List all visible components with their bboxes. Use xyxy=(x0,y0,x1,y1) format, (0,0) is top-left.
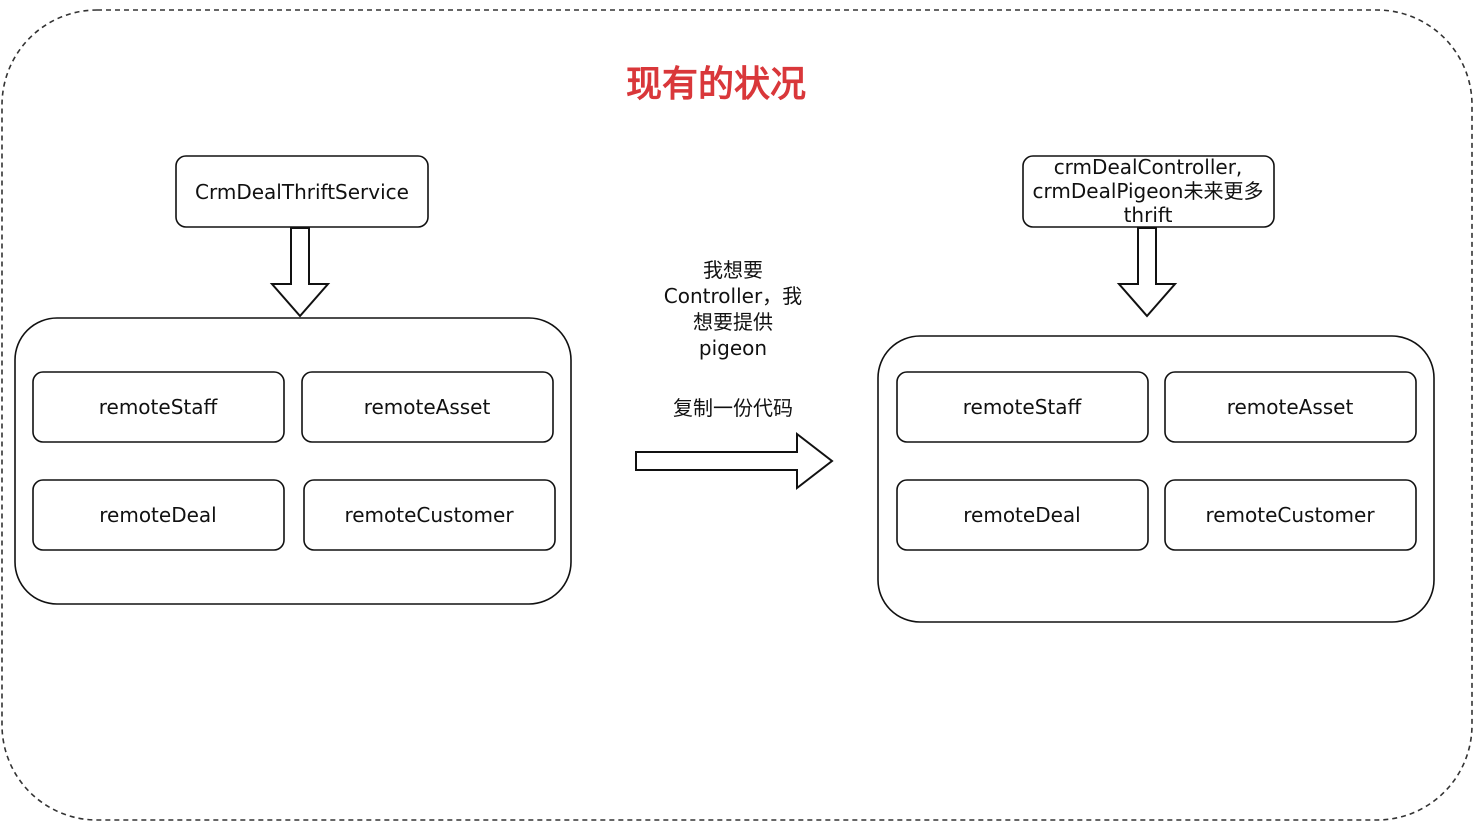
right-module-remote-deal xyxy=(896,479,1149,551)
middle-group: 我想要 Controller，我 想要提供 pigeon 复制一份代码 xyxy=(635,258,834,491)
left-module-remote-customer xyxy=(303,479,556,551)
left-module-remote-staff-label: remoteStaff xyxy=(99,395,219,419)
right-module-remote-staff xyxy=(896,371,1149,443)
left-group: CrmDealThriftService remoteStaff remoteA… xyxy=(14,155,572,605)
note-line-3: 想要提供 xyxy=(693,310,773,334)
left-module-remote-deal-label: remoteDeal xyxy=(99,503,216,527)
diagram-title: 现有的状况 xyxy=(626,64,806,105)
right-source-line-2: crmDealPigeon未来更多 xyxy=(1033,179,1264,203)
right-module-remote-asset xyxy=(1164,371,1417,443)
left-module-remote-deal xyxy=(32,479,285,551)
right-arrow xyxy=(635,431,834,491)
note-line-2: Controller，我 xyxy=(664,284,802,308)
right-module-remote-staff-label: remoteStaff xyxy=(963,395,1083,419)
note-line-1: 我想要 xyxy=(703,258,763,282)
note-action: 复制一份代码 xyxy=(673,396,793,420)
right-source-line-3: thrift xyxy=(1124,203,1173,227)
left-down-arrow xyxy=(269,227,331,318)
left-module-remote-staff xyxy=(32,371,285,443)
note-line-4: pigeon xyxy=(699,336,767,360)
outer-dashed-frame xyxy=(1,9,1473,821)
left-container-box xyxy=(14,317,572,605)
right-down-arrow xyxy=(1116,227,1178,318)
left-module-remote-asset xyxy=(301,371,554,443)
right-module-remote-customer xyxy=(1164,479,1417,551)
right-module-remote-deal-label: remoteDeal xyxy=(963,503,1080,527)
right-module-remote-asset-label: remoteAsset xyxy=(1227,395,1354,419)
left-module-remote-asset-label: remoteAsset xyxy=(364,395,491,419)
left-module-remote-customer-label: remoteCustomer xyxy=(344,503,514,527)
right-source-line-1: crmDealController, xyxy=(1054,155,1243,179)
left-source-label: CrmDealThriftService xyxy=(195,180,409,204)
right-group: crmDealController, crmDealPigeon未来更多 thr… xyxy=(877,155,1435,623)
right-module-remote-customer-label: remoteCustomer xyxy=(1205,503,1375,527)
